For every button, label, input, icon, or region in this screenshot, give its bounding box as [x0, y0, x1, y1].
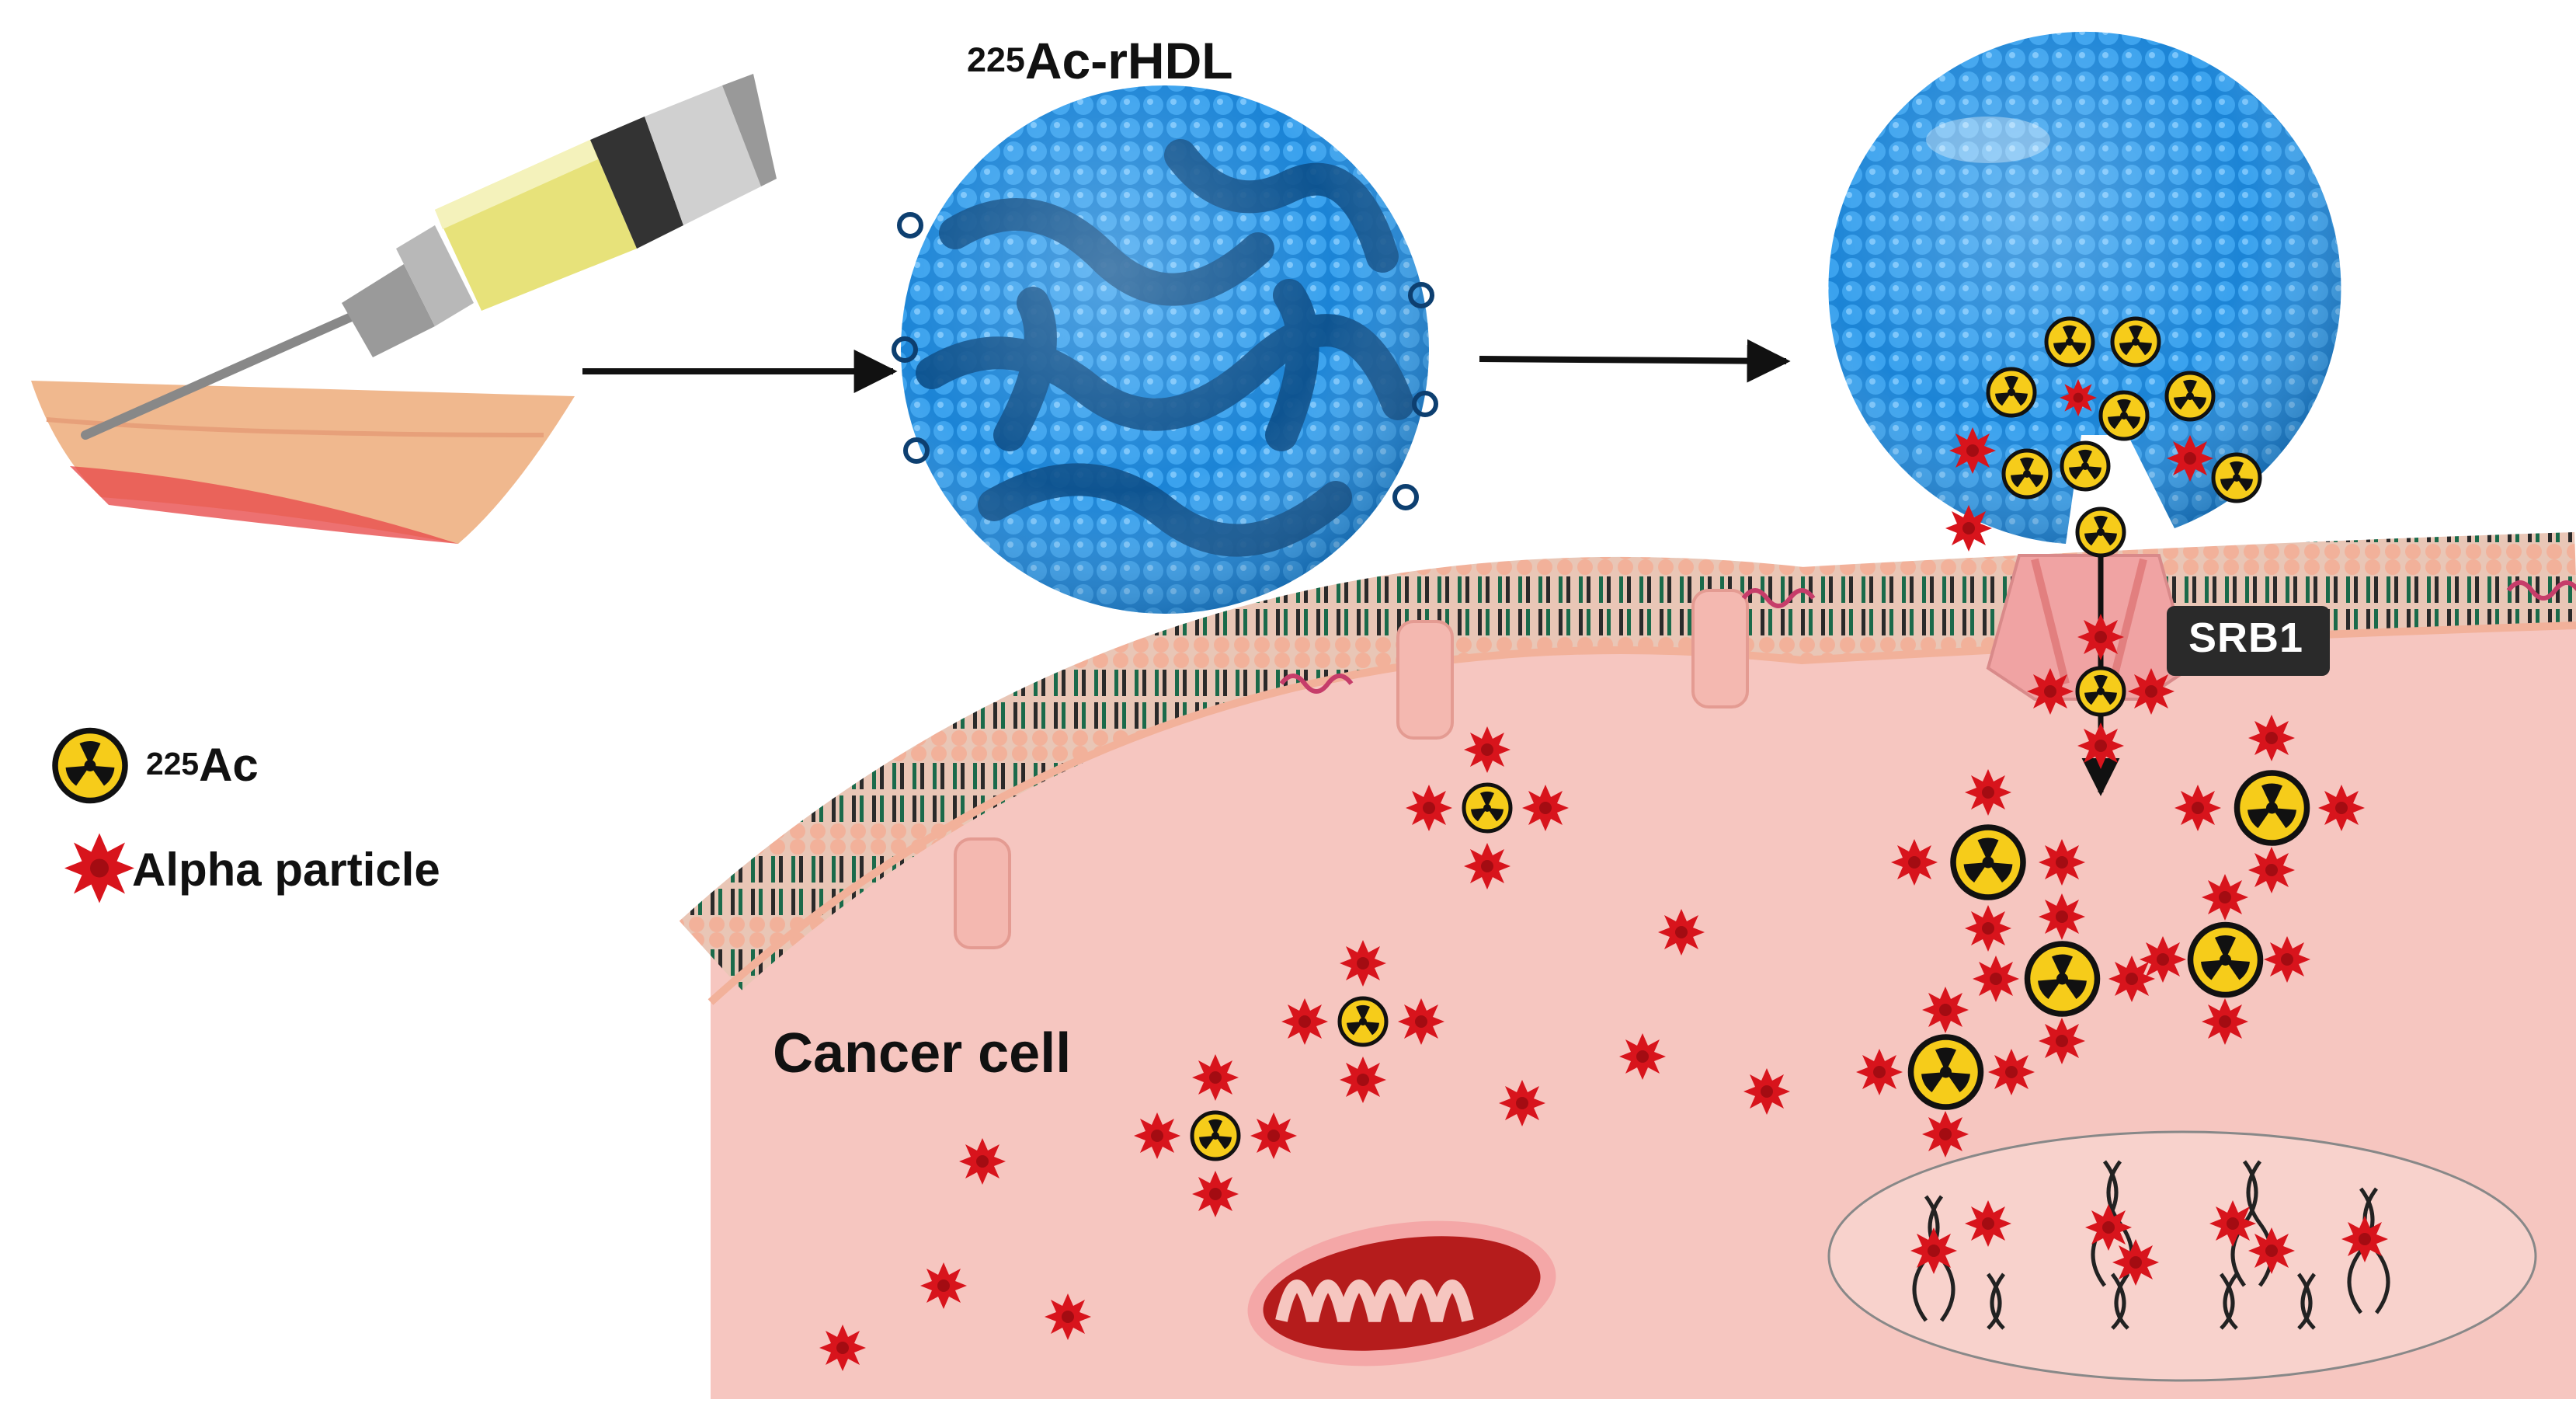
syringe-injection	[31, 74, 777, 544]
rhdl-title-mass: 225	[967, 40, 1025, 80]
legend-isotope-symbol: Ac	[199, 739, 259, 791]
rhdl-nanoparticle	[892, 85, 1438, 614]
legend-starburst-icon	[64, 833, 134, 903]
rhdl-bound	[1828, 31, 2341, 545]
nucleus	[1827, 1130, 2537, 1382]
arrow-2	[1479, 339, 1791, 383]
srb1-label: SRB1	[2188, 614, 2304, 661]
legend-alpha-label: Alpha particle	[132, 844, 440, 896]
cancer-cell-label: Cancer cell	[773, 1022, 1072, 1084]
legend-radiation-icon	[55, 731, 125, 801]
skin-tissue	[31, 381, 575, 544]
legend-isotope-label: 225Ac	[146, 738, 259, 792]
mitochondrion	[1247, 1220, 1556, 1366]
legend-isotope-mass: 225	[146, 745, 200, 782]
syringe-icon	[81, 74, 777, 440]
rhdl-title: 225Ac-rHDL	[967, 31, 1233, 90]
rhdl-title-label: Ac-rHDL	[1024, 32, 1233, 89]
